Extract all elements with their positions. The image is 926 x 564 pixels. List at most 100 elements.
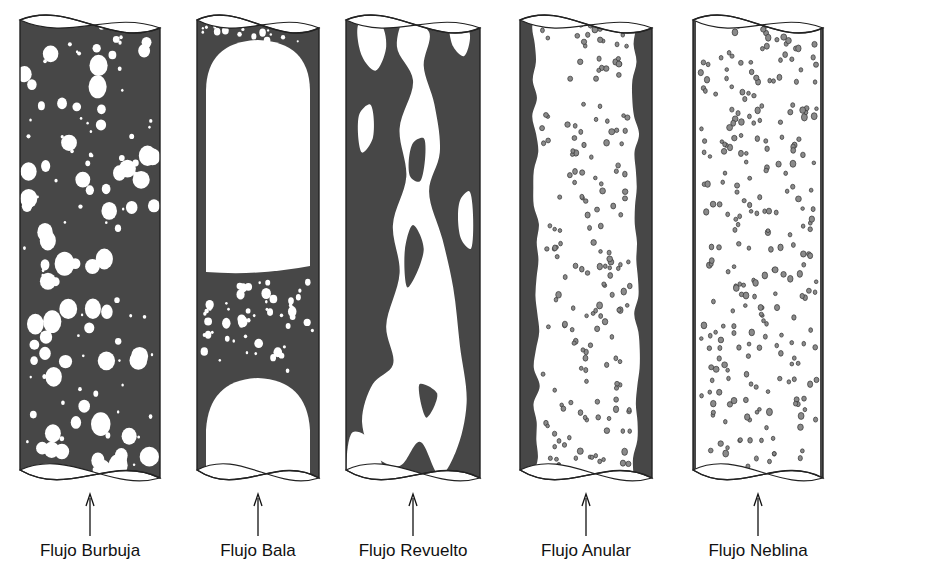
bubble <box>618 360 622 364</box>
bubble <box>737 345 741 350</box>
bubble <box>554 297 558 302</box>
bubble <box>747 91 751 95</box>
bubble <box>599 182 603 186</box>
bubble <box>573 180 577 184</box>
bubble <box>800 293 804 298</box>
bubble <box>702 150 706 155</box>
bubble <box>752 121 756 126</box>
bubble <box>808 381 813 388</box>
bubble <box>254 339 263 348</box>
bubble <box>755 410 759 414</box>
bubble <box>625 44 629 48</box>
bubble <box>569 400 573 404</box>
bubble <box>721 324 725 328</box>
bubble <box>254 352 257 355</box>
bubble <box>288 306 296 317</box>
bubble <box>562 321 567 327</box>
bubble <box>608 273 613 279</box>
bubble <box>717 202 722 207</box>
bubble <box>770 483 774 487</box>
bubble <box>774 292 778 296</box>
bubble <box>702 139 706 144</box>
bubble <box>725 68 729 72</box>
bubble <box>617 72 622 77</box>
bubble <box>748 114 752 119</box>
bubble <box>96 120 106 131</box>
bubble <box>792 315 796 320</box>
bubble <box>764 139 768 144</box>
bubble <box>580 194 584 199</box>
bubble <box>225 302 228 305</box>
bubble <box>623 128 627 133</box>
bubble <box>627 260 631 264</box>
bubble <box>76 50 78 53</box>
bubble <box>121 89 123 92</box>
bubble <box>718 345 722 350</box>
bubble <box>621 429 625 434</box>
bubble <box>29 340 39 350</box>
bubble <box>706 62 710 67</box>
pipe-annular <box>520 0 652 536</box>
bubble <box>127 480 130 484</box>
bubble <box>60 254 71 266</box>
bubble <box>771 436 775 440</box>
bubble <box>788 109 793 115</box>
bubble <box>582 142 586 147</box>
bubble <box>232 339 235 342</box>
bubble <box>783 52 788 58</box>
bubble <box>30 356 38 365</box>
pipe-fill <box>346 0 480 500</box>
bubble <box>780 333 784 337</box>
pipe-contents <box>693 0 823 500</box>
bubble <box>727 124 733 130</box>
bubble <box>258 281 261 284</box>
bubble <box>36 442 48 455</box>
bubble <box>753 280 759 287</box>
bubble <box>724 419 728 424</box>
bubble <box>717 356 721 361</box>
bubble <box>55 444 70 460</box>
bubble <box>612 10 616 15</box>
bubble <box>582 102 586 106</box>
bubble <box>595 399 600 404</box>
bubble <box>749 69 754 74</box>
bubble <box>784 171 788 175</box>
bubble <box>748 202 752 207</box>
bubble <box>754 385 758 390</box>
bubble <box>708 390 712 394</box>
bubble <box>748 176 752 180</box>
bubble <box>265 280 270 286</box>
bubble <box>753 294 757 299</box>
bubble <box>614 397 619 402</box>
bubble <box>626 461 631 466</box>
bubble <box>710 378 714 383</box>
bubble <box>261 288 271 299</box>
bubble <box>607 250 611 255</box>
bubble <box>766 408 772 415</box>
bubble <box>71 416 81 429</box>
bubble <box>785 189 789 193</box>
bubble <box>622 189 628 195</box>
bubble <box>588 225 592 230</box>
bubble <box>297 40 299 42</box>
bubble <box>129 134 134 139</box>
bubble <box>583 415 587 420</box>
bubble <box>772 267 778 273</box>
bubble <box>203 312 206 316</box>
bubble <box>766 34 771 41</box>
bubble <box>771 8 775 13</box>
bubble <box>246 308 251 313</box>
bubble <box>627 407 631 412</box>
bubble <box>598 223 603 229</box>
bubble <box>568 435 572 440</box>
bubble <box>225 336 230 342</box>
bubble <box>596 415 601 420</box>
bubble <box>541 372 545 376</box>
bubble <box>133 464 136 467</box>
bubble <box>585 379 589 383</box>
bubble <box>559 241 563 246</box>
bubble <box>616 163 621 168</box>
bubble <box>574 456 578 461</box>
bubble <box>791 148 796 154</box>
